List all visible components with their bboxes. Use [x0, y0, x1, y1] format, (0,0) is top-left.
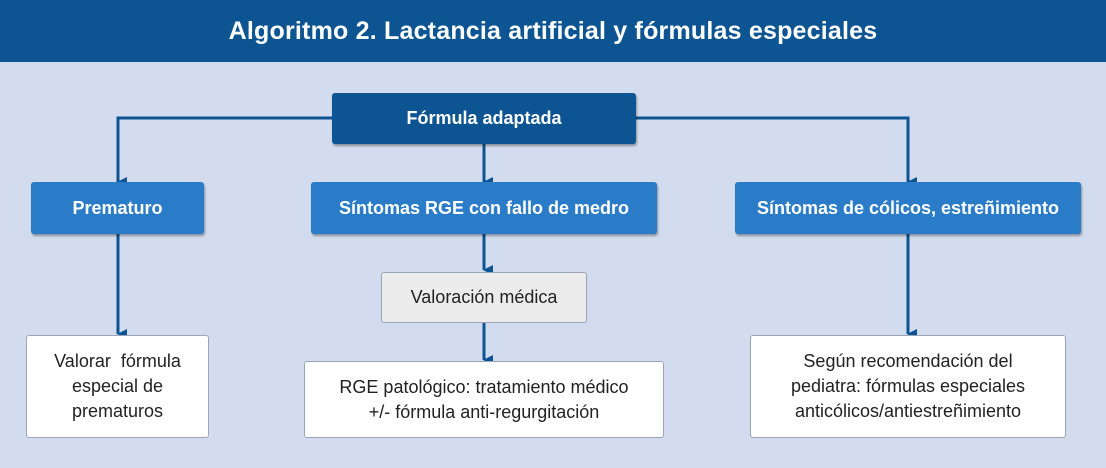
text-line: pediatra: fórmulas especiales	[790, 376, 1026, 396]
connector-to-sintomas-colicos	[636, 116, 917, 187]
node-rge-patologico-text: RGE patológico: tratamiento médico +/- f…	[339, 375, 628, 425]
text-line: anticólicos/antiestreñimiento	[794, 401, 1022, 421]
text-line: Según recomendación del	[803, 351, 1013, 371]
diagram-title: Algoritmo 2. Lactancia artificial y fórm…	[228, 16, 878, 45]
node-prematuro: Prematuro	[31, 182, 204, 234]
node-segun-recomendacion: Según recomendación del pediatra: fórmul…	[750, 335, 1066, 438]
node-valoracion-medica-label: Valoración médica	[410, 287, 558, 307]
node-sintomas-rge-label: Síntomas RGE con fallo de medro	[338, 197, 630, 218]
connector-to-prematuro	[116, 116, 332, 187]
node-sintomas-colicos-label: Síntomas de cólicos, estreñimiento	[756, 197, 1060, 218]
text-line: Valorar fórmula	[54, 351, 181, 371]
text-line: +/- fórmula anti-regurgitación	[368, 401, 600, 422]
node-formula-adaptada: Fórmula adaptada	[332, 93, 636, 144]
node-prematuro-label: Prematuro	[72, 197, 163, 218]
text-line: RGE patológico: tratamiento médico	[339, 376, 629, 397]
node-valoracion-medica: Valoración médica	[381, 272, 587, 323]
node-valorar-formula-text: Valorar fórmula especial de prematuros	[54, 349, 181, 424]
node-rge-patologico: RGE patológico: tratamiento médico +/- f…	[304, 361, 664, 438]
node-formula-adaptada-label: Fórmula adaptada	[406, 108, 562, 128]
node-sintomas-rge: Síntomas RGE con fallo de medro	[311, 182, 657, 234]
node-sintomas-colicos: Síntomas de cólicos, estreñimiento	[735, 182, 1081, 234]
node-valorar-formula: Valorar fórmula especial de prematuros	[26, 335, 209, 438]
title-bar: Algoritmo 2. Lactancia artificial y fórm…	[0, 0, 1106, 62]
node-segun-recomendacion-text: Según recomendación del pediatra: fórmul…	[791, 349, 1025, 424]
text-line: prematuros	[71, 401, 164, 421]
text-line: especial de	[71, 376, 164, 396]
